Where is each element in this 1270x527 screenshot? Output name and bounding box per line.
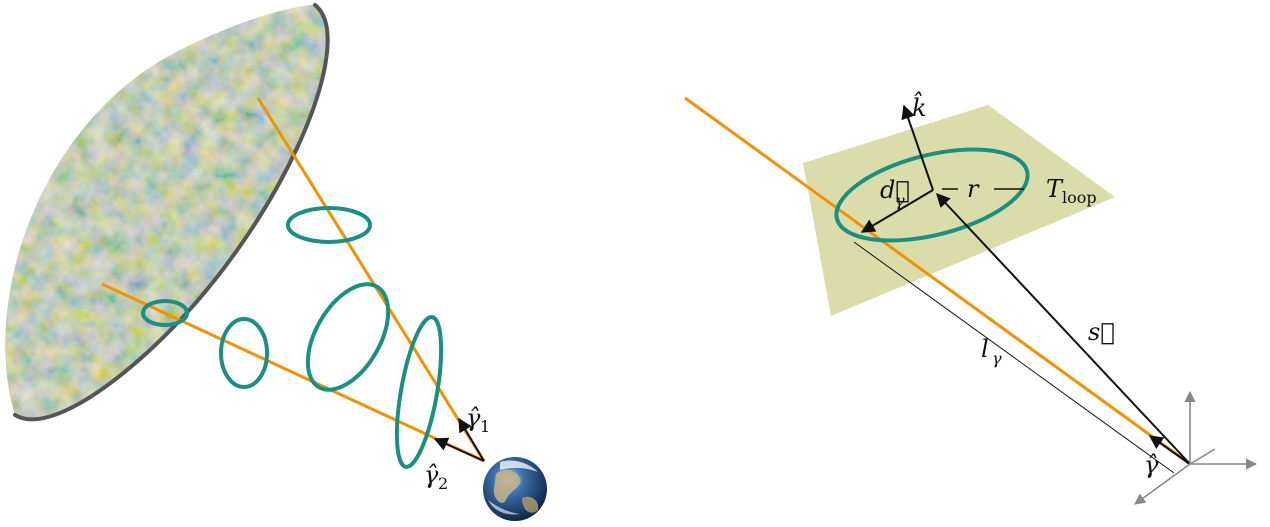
label-t-loop-subscript: loop xyxy=(1062,188,1097,207)
label-gamma1: γ̂ xyxy=(466,404,481,432)
left-panel: γ̂ 1 γ̂ 2 xyxy=(5,3,547,521)
label-gamma2-subscript: 2 xyxy=(438,474,448,493)
gamma-vector xyxy=(1148,435,1191,465)
d-gamma-vector xyxy=(860,189,934,233)
cmb-sky-shell xyxy=(5,5,328,420)
string-loop xyxy=(219,317,269,389)
ray-gamma xyxy=(684,96,1191,466)
earth-icon xyxy=(483,457,547,521)
ray-gamma2 xyxy=(101,282,485,463)
string-loop xyxy=(305,282,391,392)
label-r: r xyxy=(967,175,980,203)
label-s: s⃗ xyxy=(1088,318,1115,346)
string-loop xyxy=(141,299,189,327)
k-vector xyxy=(901,104,934,191)
string-loop xyxy=(286,206,372,244)
label-t-loop: T xyxy=(1046,175,1064,203)
label-l-gamma-subscript: γ xyxy=(992,349,1002,368)
label-d-subscript: γ xyxy=(895,191,905,210)
right-panel: k̂ d⃗ γ r T loop s⃗ l γ γ̂ xyxy=(684,91,1258,505)
string-loop xyxy=(394,315,444,469)
shell-rim xyxy=(13,3,330,422)
s-vector xyxy=(936,192,1191,465)
label-gamma1-subscript: 1 xyxy=(480,417,490,436)
label-gamma: γ̂ xyxy=(1144,451,1159,479)
label-l-gamma: l xyxy=(981,335,989,363)
gamma2-vector xyxy=(433,437,485,462)
ray-gamma1 xyxy=(256,97,486,462)
label-gamma2: γ̂ xyxy=(424,461,439,489)
coordinate-axes xyxy=(1134,390,1258,505)
l-gamma-helper-line xyxy=(853,241,1175,474)
label-d: d⃗ xyxy=(880,176,910,204)
loop-plane xyxy=(803,105,1115,316)
gamma1-vector xyxy=(458,417,485,462)
label-k: k̂ xyxy=(912,91,927,122)
